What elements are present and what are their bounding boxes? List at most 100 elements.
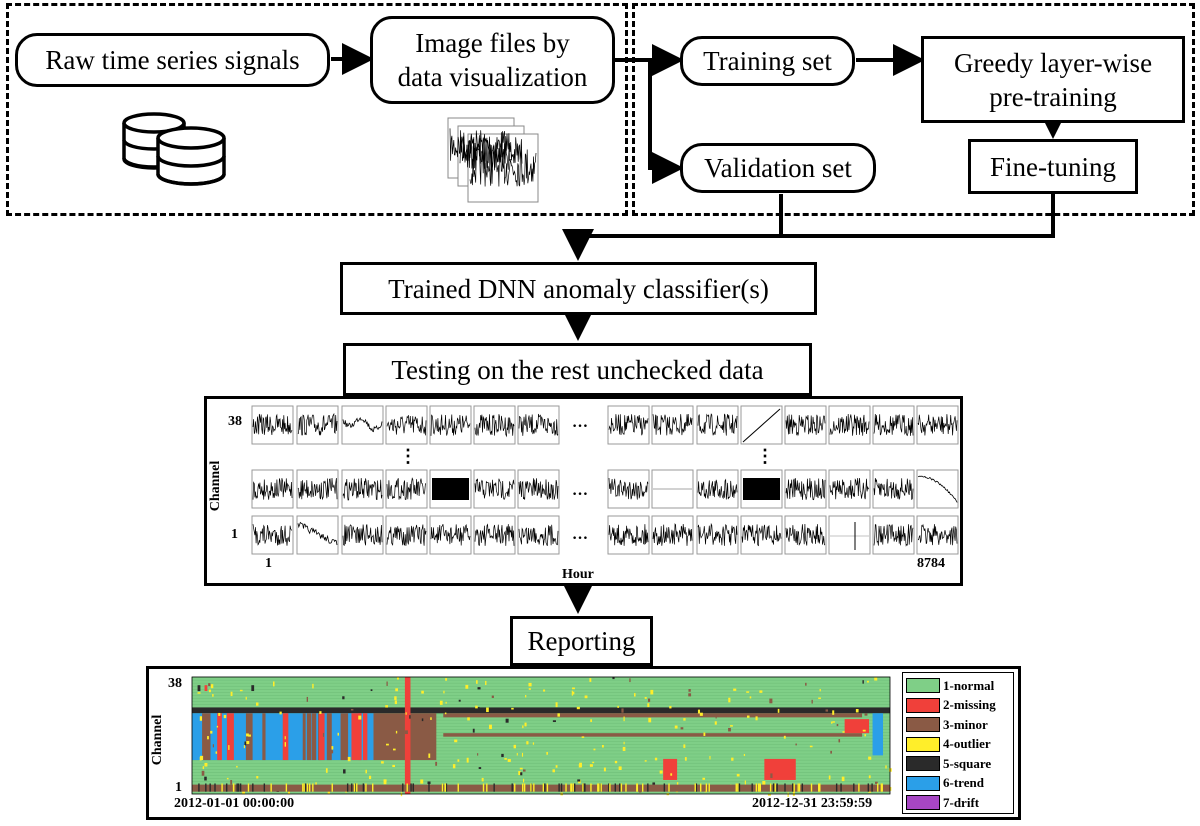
legend-item: 5-square (906, 754, 1010, 774)
training-set-box: Training set (680, 36, 855, 86)
legend-item: 7-drift (906, 793, 1010, 813)
legend-swatch (906, 697, 940, 713)
validation-set-box: Validation set (680, 143, 876, 193)
testing-ellipsis-top: … (572, 414, 588, 431)
testing-vellipsis-left: ⋮ (399, 446, 417, 466)
signal-thumbnail (385, 515, 428, 555)
signal-thumbnail (517, 515, 560, 555)
testing-hour-axis-label: Hour (562, 567, 594, 582)
signal-thumbnail (517, 405, 560, 445)
image-files-box: Image files by data visualization (370, 16, 615, 104)
signal-thumbnail (651, 515, 694, 555)
testing-box: Testing on the rest unchecked data (343, 343, 812, 396)
signal-thumbnail (828, 469, 871, 509)
signal-thumbnail (696, 515, 739, 555)
report-channel-axis-label: Channel (150, 714, 165, 766)
signal-thumbnail (429, 515, 472, 555)
signal-thumbnail (651, 405, 694, 445)
report-date-end: 2012-12-31 23:59:59 (752, 796, 873, 811)
trained-classifier-box: Trained DNN anomaly classifier(s) (340, 262, 817, 315)
signal-thumbnail (784, 515, 827, 555)
signal-thumbnail (916, 405, 959, 445)
legend-swatch (906, 678, 940, 694)
signal-thumbnail (784, 469, 827, 509)
data-prep-group (6, 3, 628, 216)
signal-thumbnail (872, 405, 915, 445)
legend-label: 2-missing (943, 697, 996, 713)
testing-vellipsis-right: ⋮ (756, 446, 774, 466)
signal-thumbnail (296, 469, 339, 509)
testing-hour-start: 1 (265, 556, 272, 571)
legend-label: 5-square (943, 755, 992, 771)
signal-thumbnail (828, 515, 871, 555)
signal-thumbnail (473, 515, 516, 555)
signal-thumbnail (740, 469, 783, 509)
legend-swatch (906, 736, 940, 752)
signal-thumbnail (740, 405, 783, 445)
signal-thumbnail (872, 469, 915, 509)
legend-item: 2-missing (906, 696, 1010, 716)
signal-thumbnail (696, 405, 739, 445)
anomaly-legend: 1-normal 2-missing 3-minor 4-outlier 5-squar… (902, 672, 1014, 814)
legend-swatch (906, 795, 940, 811)
signal-thumbnail (473, 469, 516, 509)
pretraining-box: Greedy layer-wise pre-training (921, 36, 1185, 123)
connector-finetune-merge (781, 194, 1055, 238)
legend-item: 1-normal (906, 676, 1010, 696)
legend-label: 7-drift (943, 794, 980, 810)
signal-thumbnail (251, 515, 294, 555)
signal-thumbnail (607, 405, 650, 445)
signal-thumbnail (740, 515, 783, 555)
signal-thumbnail (296, 405, 339, 445)
legend-item: 4-outlier (906, 735, 1010, 755)
signal-thumbnail (828, 405, 871, 445)
signal-thumbnail (916, 469, 959, 509)
signal-thumbnail (607, 515, 650, 555)
signal-thumbnail (784, 405, 827, 445)
legend-label: 1-normal (943, 677, 995, 693)
testing-ellipsis-mid: … (572, 482, 588, 499)
heatmap-cells (192, 676, 892, 797)
signal-thumbnail (429, 405, 472, 445)
signal-thumbnail (517, 469, 560, 509)
legend-swatch (906, 717, 940, 733)
report-date-start: 2012-01-01 00:00:00 (174, 796, 295, 811)
signal-thumbnail (473, 405, 516, 445)
signal-thumbnail (385, 405, 428, 445)
reporting-box: Reporting (510, 616, 653, 666)
legend-swatch (906, 756, 940, 772)
signal-thumbnail (341, 469, 384, 509)
testing-hour-end: 8784 (917, 556, 945, 571)
testing-channel-top: 38 (228, 414, 242, 429)
signal-thumbnail (385, 469, 428, 509)
signal-thumbnail (651, 469, 694, 509)
signal-thumbnail (916, 515, 959, 555)
legend-item: 3-minor (906, 715, 1010, 735)
signal-thumbnail (251, 469, 294, 509)
legend-item: 6-trend (906, 774, 1010, 794)
testing-ellipsis-bottom: … (572, 526, 588, 543)
report-channel-bottom: 1 (175, 780, 182, 795)
signal-thumbnail (296, 515, 339, 555)
testing-channel-bottom: 1 (231, 527, 238, 542)
signal-thumbnail (607, 469, 650, 509)
signal-thumbnail (341, 515, 384, 555)
raw-signals-box: Raw time series signals (15, 33, 330, 87)
fine-tuning-box: Fine-tuning (968, 139, 1138, 194)
legend-swatch (906, 775, 940, 791)
report-channel-top: 38 (168, 676, 182, 691)
signal-thumbnail (872, 515, 915, 555)
signal-thumbnail (341, 405, 384, 445)
legend-label: 4-outlier (943, 736, 991, 752)
signal-thumbnail (251, 405, 294, 445)
signal-thumbnail (429, 469, 472, 509)
signal-thumbnail (696, 469, 739, 509)
legend-label: 6-trend (943, 775, 984, 791)
legend-label: 3-minor (943, 716, 988, 732)
arrow-image-to-validation (648, 60, 684, 184)
